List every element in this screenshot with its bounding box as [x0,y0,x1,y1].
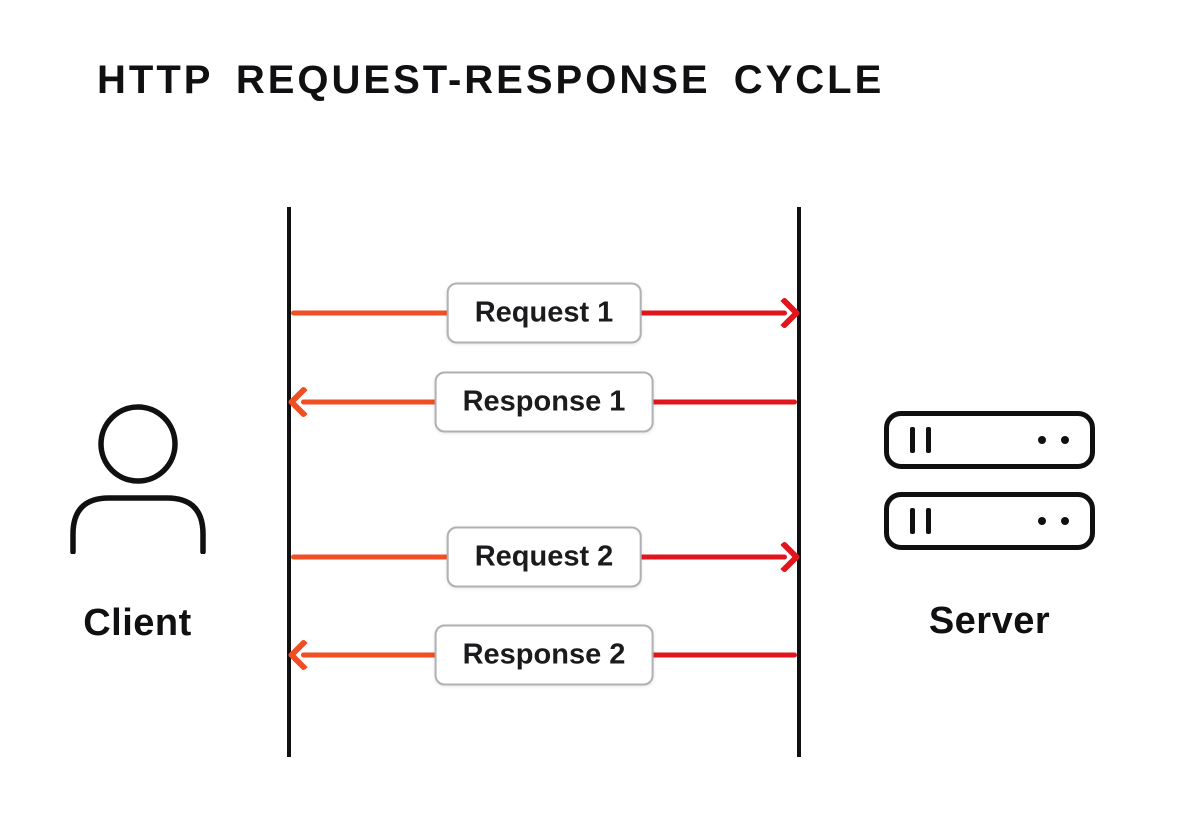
message-arrow-response-2: Response 2 [287,624,797,686]
server-led-dots-icon [1038,436,1069,444]
arrowhead-left-icon [287,385,320,419]
message-arrow-response-1: Response 1 [287,371,797,433]
server-unit [884,492,1095,550]
server-label: Server [928,600,1051,642]
person-icon [69,404,206,554]
message-arrow-request-1: Request 1 [291,282,801,344]
server-unit [884,411,1095,469]
client-lifeline [287,207,291,757]
server-slot-bars-icon [910,427,931,453]
server-actor: Server [884,411,1095,643]
arrowhead-right-icon [768,296,801,330]
message-label: Request 1 [446,282,642,344]
message-label: Request 2 [446,526,642,588]
message-arrow-request-2: Request 2 [291,526,801,588]
arrowhead-left-icon [287,638,320,672]
page-title: HTTP REQUEST-RESPONSE CYCLE [97,58,885,102]
server-led-dots-icon [1038,517,1069,525]
arrowhead-right-icon [768,540,801,574]
client-label: Client [83,602,192,644]
server-lifeline [797,207,801,757]
message-label: Response 1 [434,371,654,433]
server-icon [884,411,1095,550]
message-label: Response 2 [434,624,654,686]
client-actor: Client [60,402,215,645]
server-slot-bars-icon [910,508,931,534]
